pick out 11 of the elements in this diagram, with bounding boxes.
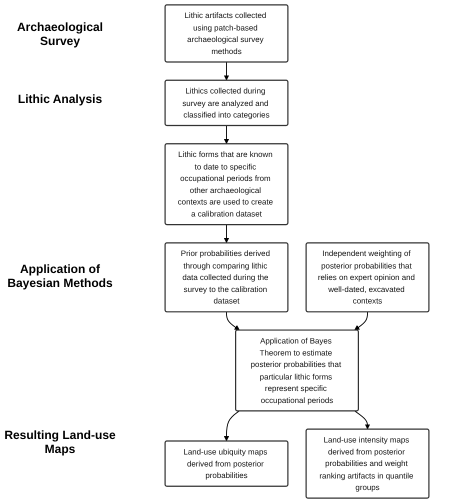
stage-heading: Lithic Analysis [16,92,104,106]
arrow [354,311,368,330]
arrow [224,224,230,244]
arrow [354,410,370,430]
stage-heading: Archaeological Survey [16,20,104,48]
arrow [224,410,240,442]
arrow [224,125,230,144]
stage-heading: Resulting Land-use Maps [3,428,117,456]
arrow [226,311,240,330]
stage-heading: Application of Bayesian Methods [6,262,114,290]
arrow [224,62,230,80]
